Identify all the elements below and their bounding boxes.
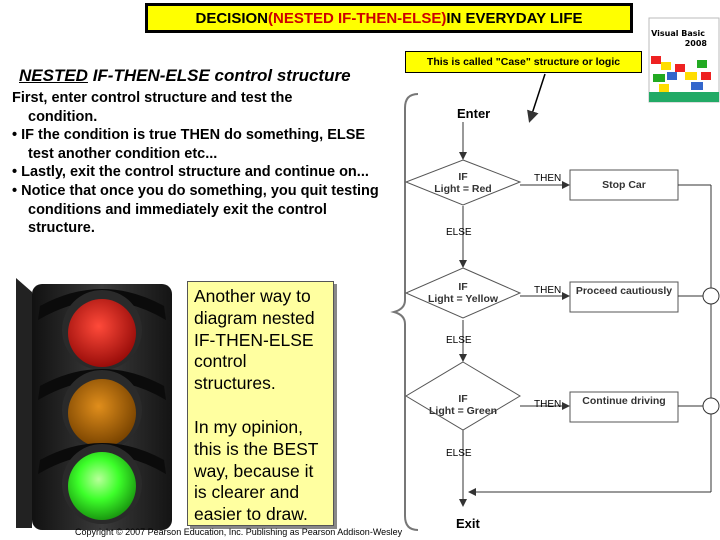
heading-nested: NESTED <box>19 66 88 85</box>
connector-2 <box>702 397 720 415</box>
flow-enter-label: Enter <box>457 106 491 121</box>
intro-line: First, enter control structure and test … <box>6 89 391 126</box>
book-year: 2008 <box>685 39 708 48</box>
decision-cond: Light = Green <box>429 405 497 417</box>
then-label-3: THEN <box>534 399 562 410</box>
decision-red-diamond <box>404 159 522 206</box>
then-label-1: THEN <box>534 173 562 184</box>
note-para2: In my opinion, this is the BEST way, bec… <box>194 416 319 525</box>
else-label-1: ELSE <box>446 227 472 238</box>
decision-if: IF <box>458 171 468 183</box>
heading-rest: IF-THEN-ELSE control structure <box>87 66 351 85</box>
case-label-box: This is called "Case" structure or logic <box>405 51 642 73</box>
bullet-3: • Notice that once you do something, you… <box>12 182 379 237</box>
flow-exit-label: Exit <box>456 516 480 531</box>
connector-1 <box>702 287 720 305</box>
slide-title: DECISION (NESTED IF-THEN-ELSE) IN EVERYD… <box>145 3 633 33</box>
action-proceed-text: Proceed cautiously <box>575 285 673 297</box>
amber-lamp <box>68 379 136 447</box>
action-continue-box <box>569 391 679 423</box>
action-proceed-box <box>569 281 679 313</box>
red-lamp <box>68 299 136 367</box>
traffic-light-image <box>16 278 172 530</box>
note-para1: Another way to diagram nested IF-THEN-EL… <box>194 286 315 394</box>
decision-cond: Light = Yellow <box>427 293 499 305</box>
title-part1: DECISION <box>195 9 268 27</box>
then-label-2: THEN <box>534 285 562 296</box>
action-stop-text: Stop Car <box>602 179 646 191</box>
decision-if: IF <box>458 393 468 405</box>
bullet-2: • Lastly, exit the control structure and… <box>12 164 369 181</box>
decision-if: IF <box>458 281 468 293</box>
section-heading: NESTED IF-THEN-ELSE control structure <box>19 66 351 86</box>
case-arrow <box>527 73 546 123</box>
bullet-1: • IF the condition is true THEN do somet… <box>12 127 366 162</box>
green-lamp <box>68 452 136 520</box>
decision-yellow-diamond <box>404 267 522 319</box>
book-title: Visual Basic <box>651 29 705 38</box>
decision-green-diamond <box>405 361 521 431</box>
book-cover-image: Visual Basic 2008 <box>648 17 720 103</box>
title-part2: (NESTED IF-THEN-ELSE) <box>268 9 447 27</box>
action-stop-box <box>569 169 679 201</box>
action-continue-text: Continue driving <box>582 395 666 407</box>
intro-line1: First, enter control structure and test … <box>12 90 293 106</box>
note-callout: Another way to diagram nested IF-THEN-EL… <box>187 281 334 526</box>
intro-text: First, enter control structure and test … <box>6 89 391 238</box>
copyright-text: Copyright © 2007 Pearson Education, Inc.… <box>75 527 403 537</box>
decision-cond: Light = Red <box>434 183 492 195</box>
brace <box>390 93 419 531</box>
pole-left <box>16 278 32 528</box>
intro-line1b: condition. <box>28 108 98 125</box>
else-label-2: ELSE <box>446 335 472 346</box>
title-part3: IN EVERYDAY LIFE <box>446 9 583 27</box>
else-label-3: ELSE <box>446 448 472 459</box>
